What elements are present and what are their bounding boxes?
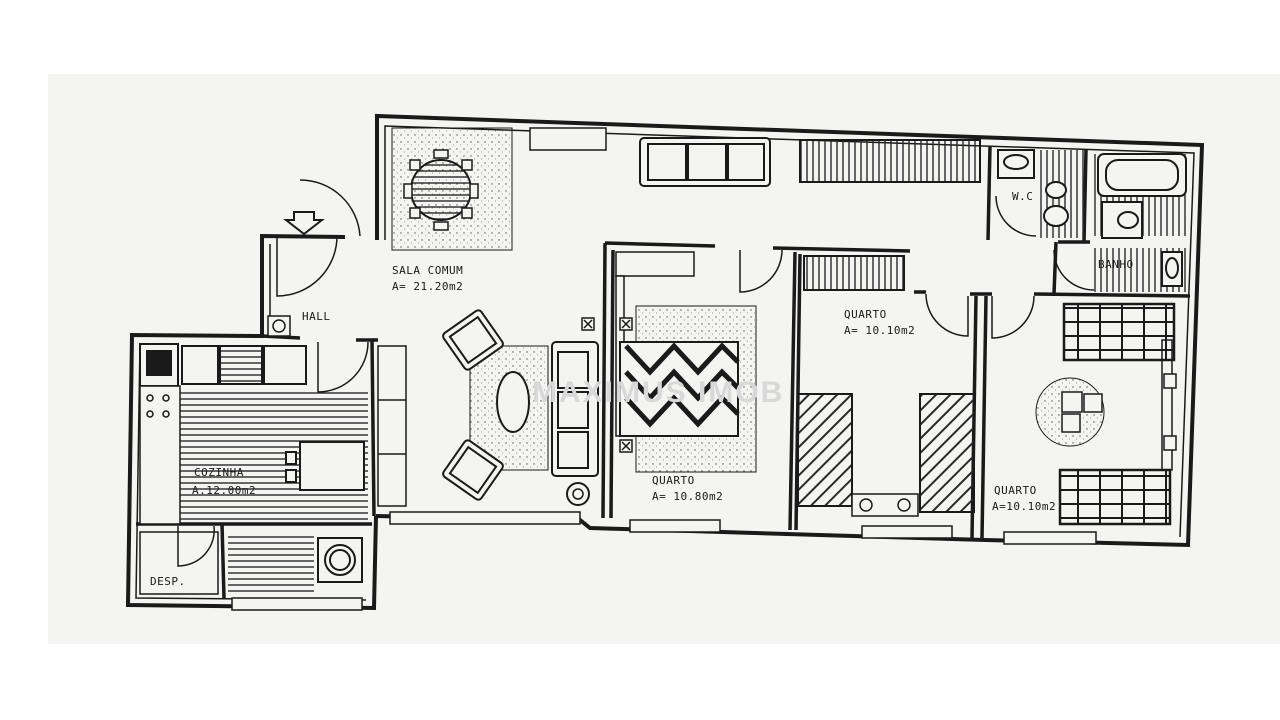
cozinha-area: A.12.00m2 xyxy=(192,484,256,497)
entrance-arrow-icon xyxy=(283,211,325,236)
sala-name: SALA COMUM xyxy=(392,264,463,277)
washing-machine-icon xyxy=(317,537,363,583)
bathroom-fixtures xyxy=(997,149,1190,292)
banho-name: BANHO xyxy=(1098,258,1134,271)
power-outlet-icon xyxy=(581,317,595,331)
quarto2-furniture xyxy=(797,255,975,517)
watermark: MAXIMUS IMOB xyxy=(532,376,784,409)
stove-icon xyxy=(146,394,170,418)
quarto1-area: A= 10.80m2 xyxy=(652,490,723,503)
hall-name: HALL xyxy=(302,310,331,323)
quarto3-name: QUARTO xyxy=(994,484,1037,497)
sala-area: A= 21.20m2 xyxy=(392,280,463,293)
room-labels: SALA COMUM A= 21.20m2 HALL COZINHA A.12.… xyxy=(150,190,1134,588)
dining-area xyxy=(391,127,513,251)
doors xyxy=(177,179,1095,567)
living-area xyxy=(442,309,599,506)
water-heater-icon xyxy=(267,315,291,337)
quarto2-area: A= 10.10m2 xyxy=(844,324,915,337)
desp-name: DESP. xyxy=(150,575,186,588)
sofa-top xyxy=(639,137,771,187)
quarto3-area: A=10.10m2 xyxy=(992,500,1056,513)
speaker-icon xyxy=(566,482,590,506)
kitchen-area xyxy=(139,315,407,596)
quarto1-name: QUARTO xyxy=(652,474,695,487)
closet-top xyxy=(799,139,981,183)
cozinha-name: COZINHA xyxy=(194,466,244,479)
wc-name: W.C xyxy=(1012,190,1033,203)
quarto3-furniture xyxy=(1035,302,1177,526)
windows xyxy=(231,127,1097,611)
quarto1-furniture xyxy=(615,251,757,473)
quarto2-name: QUARTO xyxy=(844,308,887,321)
